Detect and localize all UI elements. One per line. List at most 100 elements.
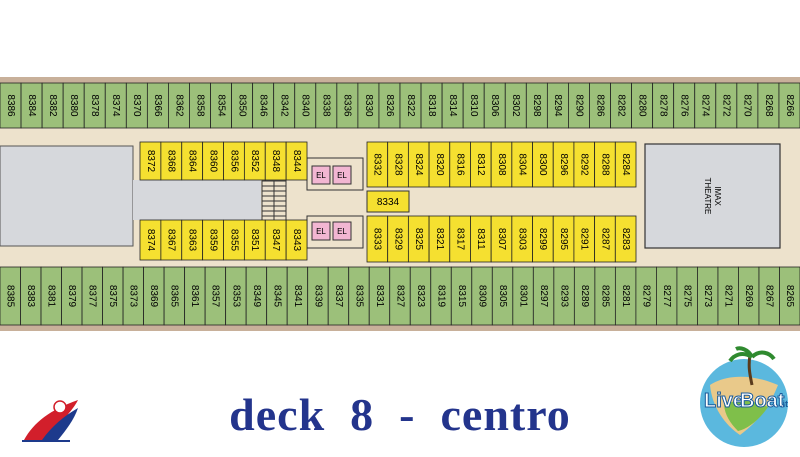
cabin-8266[interactable] [778,82,800,129]
cabin-label: 8351 [249,229,260,252]
cabin-label: 8366 [152,94,163,117]
cabin-label: 8380 [68,94,79,117]
cabin-label: 8308 [496,153,507,176]
cabin-label: 8276 [679,94,690,117]
logo-text-it: .it [780,399,788,409]
elevator-label-4: EL [337,227,347,236]
cabin-label: 8350 [236,94,247,117]
cabin-label: 8294 [552,94,563,117]
cabin-label: 8357 [210,285,221,308]
cabin-label: 8355 [228,229,239,252]
cabin-label: 8345 [271,285,282,308]
cabin-label: 8370 [131,94,142,117]
cabin-label: 8266 [784,94,795,117]
carnival-funnel-logo [22,400,78,442]
logo-text-boat: Boat [740,390,785,412]
cabin-label: 8326 [384,94,395,117]
cabin-label: 8323 [415,285,426,308]
cabin-label: 8385 [5,285,16,308]
cabin-label: 8352 [249,150,260,173]
cabin-label: 8340 [300,94,311,117]
cabin-label: 8328 [392,153,403,176]
cabin-label: 8320 [434,153,445,176]
cabin-label: 8332 [372,153,383,176]
cabin-label: 8386 [5,94,16,117]
cabin-label: 8358 [194,94,205,117]
cabin-label: 8269 [743,285,754,308]
cabin-label: 8327 [394,285,405,308]
cabin-label: 8304 [517,153,528,176]
cabin-label: 8297 [538,285,549,308]
logo-text-live: Live [704,390,744,412]
cabin-8343[interactable] [285,219,308,261]
cabin-label: 8274 [700,94,711,117]
elevator-label-1: EL [316,171,326,180]
cabin-label: 8360 [207,150,218,173]
cabin-label: 8282 [615,94,626,117]
cabin-label: 8271 [723,285,734,308]
cabin-label: 8336 [342,94,353,117]
cabin-label: 8362 [173,94,184,117]
elevator-4 [332,221,352,241]
cabin-label: 8353 [230,285,241,308]
corridor-top [0,128,800,142]
cabin-label: 8275 [682,285,693,308]
cabin-label: 8374 [145,229,156,252]
cabin-label: 8284 [620,153,631,176]
cabin-label: 8285 [599,285,610,308]
cabin-label: 8341 [292,285,303,308]
public-area-left-inner [133,180,261,220]
imax-theatre[interactable] [644,143,781,249]
cabin-label: 8315 [456,285,467,308]
cabin-label: 8292 [579,153,590,176]
cabin-8283[interactable] [614,215,637,263]
cabin-label: 8354 [215,94,226,117]
cabin-label: 8312 [475,153,486,176]
cabin-label: 8348 [270,150,281,173]
cabin-label: 8377 [87,285,98,308]
theatre-label-line1: IMAX [713,186,722,206]
cabin-label: 8325 [413,228,424,251]
cabin-label: 8383 [25,285,36,308]
cabin-label: 8321 [434,228,445,251]
cabin-8284[interactable] [614,141,637,188]
cabin-label: 8287 [599,228,610,251]
cabin-label: 8359 [207,229,218,252]
cabin-label: 8305 [497,285,508,308]
cabin-label: 8322 [405,94,416,117]
cabin-label: 8372 [145,150,156,173]
cabin-label: 8373 [128,285,139,308]
cabin-8344[interactable] [285,141,308,181]
elevator-1 [311,165,331,185]
deck-title: deck 8 - centro [229,389,571,440]
cabin-label: 8374 [110,94,121,117]
cabin-label: 8265 [784,285,795,308]
cabin-label: 8344 [291,150,302,173]
cabin-label: 8309 [476,285,487,308]
cabin-label: 8363 [187,229,198,252]
cabin-label: 8317 [454,228,465,251]
cabin-label: 8281 [620,285,631,308]
cabin-8334-label: 8334 [377,197,400,208]
cabin-label: 8289 [579,285,590,308]
public-area-left [0,145,134,247]
cabin-label: 8329 [392,228,403,251]
cabin-label: 8277 [661,285,672,308]
cabin-label: 8268 [763,94,774,117]
hull-bottom-edge [0,325,800,331]
cabin-label: 8365 [169,285,180,308]
elevators: EL EL EL EL [311,165,352,241]
cabin-label: 8333 [372,228,383,251]
cabin-8334[interactable] [366,190,410,213]
cabin-label: 8361 [189,285,200,308]
hull-top-edge [0,77,800,83]
cabin-label: 8346 [258,94,269,117]
cabin-label: 8319 [435,285,446,308]
cabin-label: 8338 [321,94,332,117]
cabin-label: 8378 [89,94,100,117]
cabin-label: 8306 [489,94,500,117]
cabin-label: 8302 [510,94,521,117]
